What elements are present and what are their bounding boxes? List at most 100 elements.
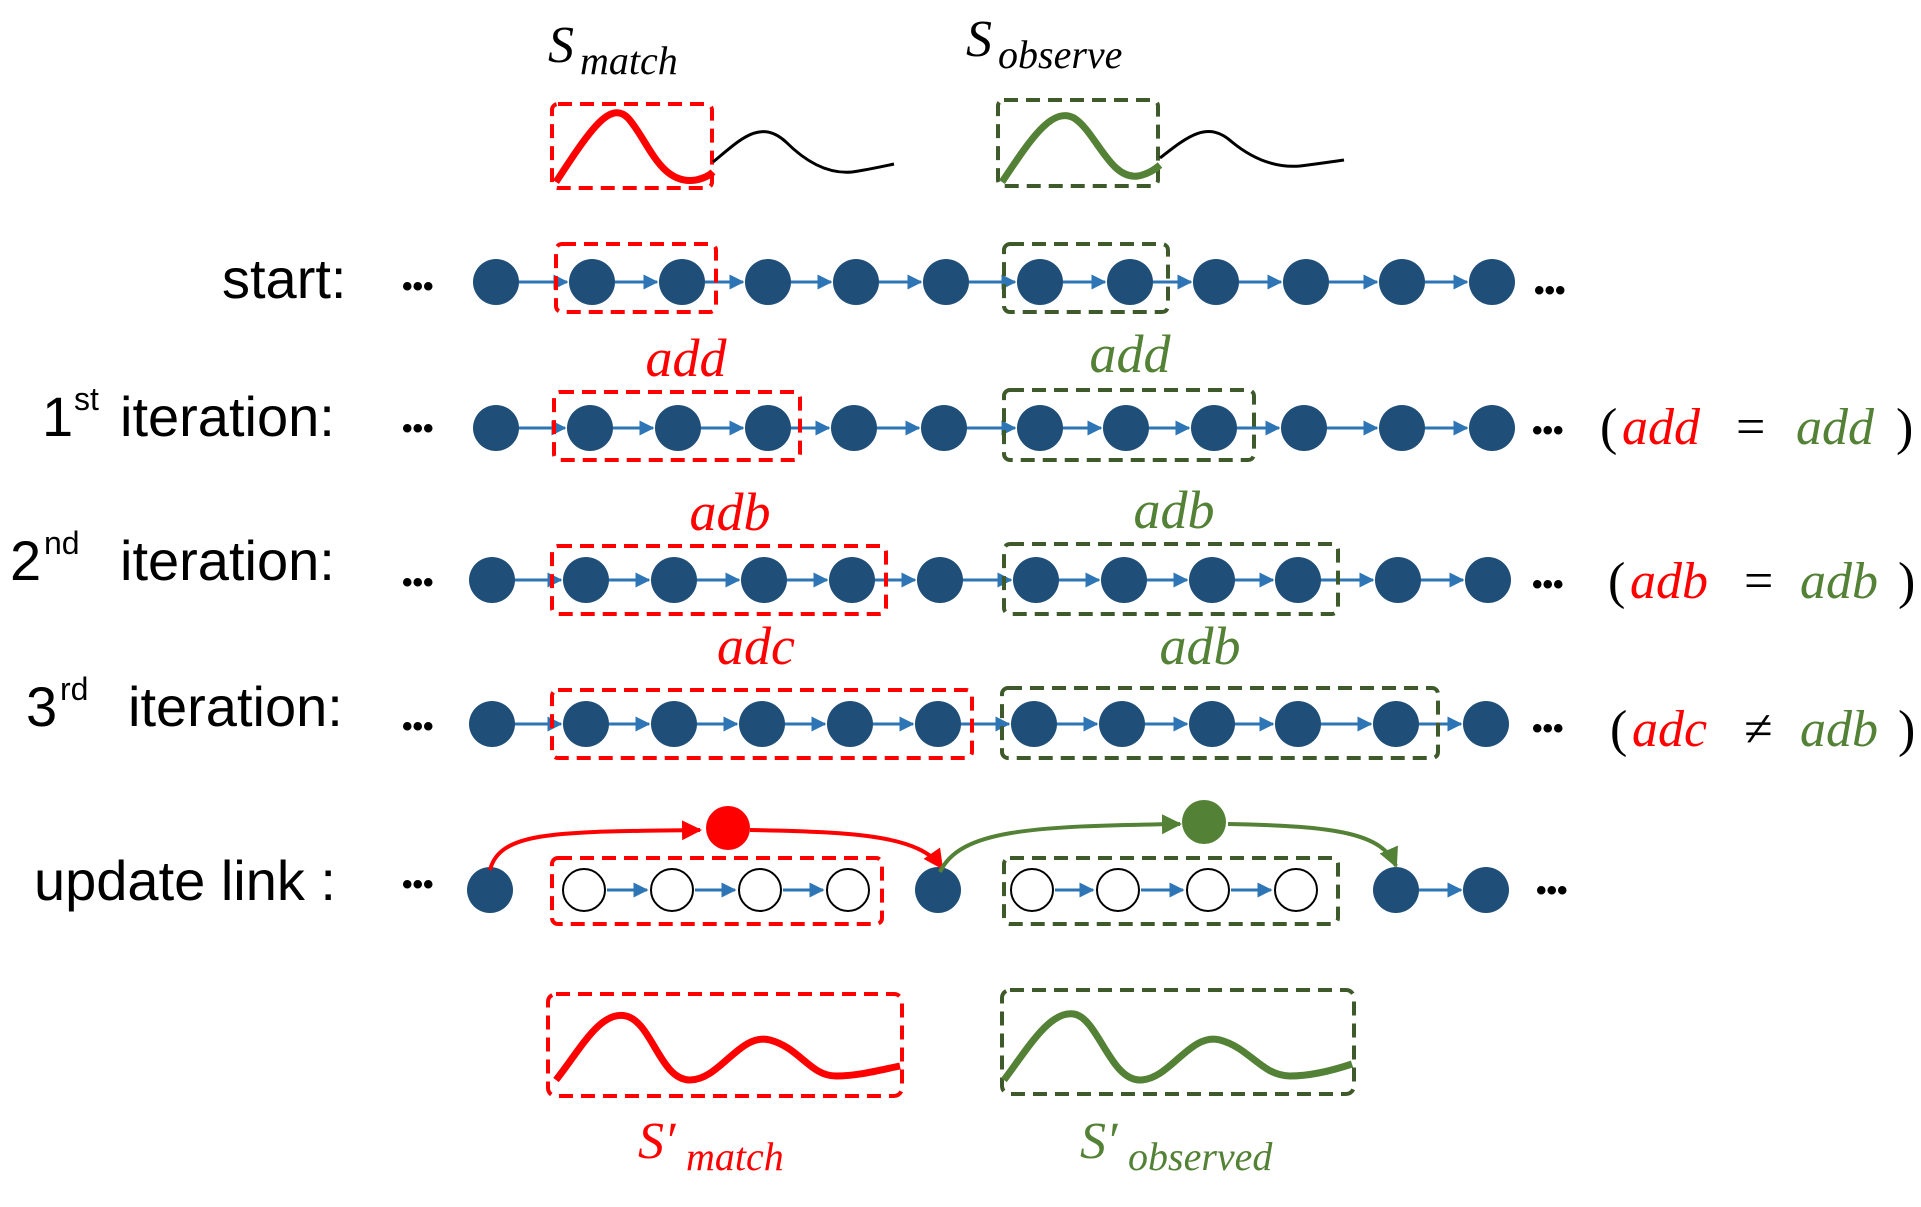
observe-wave-tail (1159, 130, 1345, 168)
node-iter3-9 (1275, 701, 1321, 747)
observe-new-node (1182, 800, 1226, 844)
node-iter1-6 (1017, 405, 1063, 451)
paren-close-3: ) (1898, 701, 1915, 758)
match-wave-bottom (546, 992, 904, 1098)
match-word-iter1: add (646, 328, 728, 388)
node-iter2-2 (651, 557, 697, 603)
ellipsis-iter3-right: ••• (1532, 712, 1564, 745)
match-wave-highlight (553, 109, 716, 184)
observe-wave-top (996, 98, 1345, 188)
row3-ordinal: 3 (26, 675, 57, 738)
observe-word-iter2: adb (1134, 480, 1215, 540)
s-match-label: S match (548, 17, 678, 83)
comparison-iter1: ( add = add ) (1600, 399, 1913, 456)
row3-label: iteration: (128, 675, 343, 738)
node-update-10 (1373, 867, 1419, 913)
node-start-1 (569, 259, 615, 305)
paren-open-2: ( (1608, 553, 1625, 610)
s-observe-label: S observe (966, 11, 1122, 77)
observe-window-iter1 (1002, 388, 1256, 462)
hollow-node-update-8 (1186, 868, 1230, 912)
row2-ordinal: 2 (10, 529, 41, 592)
node-iter2-7 (1101, 557, 1147, 603)
node-iter1-1 (567, 405, 613, 451)
node-iter2-8 (1189, 557, 1235, 603)
node-iter1-5 (921, 405, 967, 451)
node-iter3-11 (1463, 701, 1509, 747)
cmp-relation-2: = (1744, 553, 1773, 610)
node-start-3 (745, 259, 791, 305)
node-start-10 (1379, 259, 1425, 305)
node-iter1-3 (745, 405, 791, 451)
node-iter2-1 (563, 557, 609, 603)
cmp-left-1: add (1622, 399, 1701, 456)
match-wave-top (550, 102, 895, 190)
node-iter1-10 (1379, 405, 1425, 451)
observe-bypass-arc-out (1227, 822, 1398, 868)
s-observed-prime-sub: observed (1128, 1134, 1273, 1179)
node-iter1-7 (1103, 405, 1149, 451)
node-start-8 (1193, 259, 1239, 305)
ellipsis-iter1-right: ••• (1532, 414, 1564, 447)
row-label-update-link: update link : (34, 849, 336, 912)
paren-close-1: ) (1896, 399, 1913, 456)
node-iter2-0 (469, 557, 515, 603)
match-window-iter2 (550, 544, 888, 616)
ellipsis-iter1-left: ••• (402, 412, 434, 445)
node-iter1-8 (1191, 405, 1237, 451)
node-iter1-2 (655, 405, 701, 451)
s-match-base: S (548, 17, 574, 74)
hollow-node-update-2 (650, 868, 694, 912)
match-new-node (706, 806, 750, 850)
node-chains (467, 259, 1515, 913)
observe-window-iter2 (1002, 542, 1340, 616)
node-iter3-4 (827, 701, 873, 747)
node-start-4 (833, 259, 879, 305)
match-window-iter1 (552, 390, 802, 462)
node-start-7 (1107, 259, 1153, 305)
node-start-5 (923, 259, 969, 305)
paren-close-2: ) (1898, 553, 1915, 610)
s-observed-prime-label: S′ observed (1080, 1113, 1273, 1179)
row-label-iteration-3: 3 rd iteration: (26, 671, 343, 738)
s-match-prime-label: S′ match (638, 1113, 784, 1179)
node-iter3-6 (1011, 701, 1057, 747)
node-iter3-7 (1099, 701, 1145, 747)
match-wave-tail (712, 130, 895, 174)
match-window-update (550, 856, 884, 926)
node-iter3-8 (1189, 701, 1235, 747)
node-update-5 (915, 867, 961, 913)
row1-ordinal-sup: st (74, 381, 99, 417)
node-iter2-10 (1375, 557, 1421, 603)
hollow-node-update-7 (1096, 868, 1140, 912)
s-observe-base: S (966, 11, 992, 68)
node-update-11 (1463, 867, 1509, 913)
node-update-0 (467, 867, 513, 913)
ellipsis-iter2-right: ••• (1532, 568, 1564, 601)
observe-window-update (1002, 856, 1340, 926)
hollow-node-update-1 (562, 868, 606, 912)
ellipsis-iter3-left: ••• (402, 710, 434, 743)
s-observed-prime-base: S′ (1080, 1113, 1119, 1170)
node-iter1-4 (831, 405, 877, 451)
node-iter1-9 (1281, 405, 1327, 451)
s-match-prime-sub: match (686, 1134, 784, 1179)
node-start-11 (1469, 259, 1515, 305)
observe-prime-box (1000, 988, 1356, 1096)
observe-bypass-arc-in (938, 814, 1182, 873)
row-label-iteration-1: 1 st iteration: (42, 381, 335, 448)
match-bypass-arc-in (488, 820, 702, 871)
match-word-iter3: adc (717, 616, 795, 676)
paren-open-3: ( (1610, 701, 1627, 758)
hollow-node-update-4 (826, 868, 870, 912)
node-iter2-9 (1275, 557, 1321, 603)
ellipsis-start-left: ••• (402, 270, 434, 303)
row-label-start: start: (222, 247, 346, 310)
node-iter3-1 (563, 701, 609, 747)
node-start-9 (1283, 259, 1329, 305)
comparison-iter2: ( adb = adb ) (1608, 553, 1915, 610)
cmp-left-3: adc (1632, 701, 1707, 758)
ellipsis-start-right: ••• (1534, 274, 1566, 307)
match-prime-wave (553, 1011, 901, 1084)
